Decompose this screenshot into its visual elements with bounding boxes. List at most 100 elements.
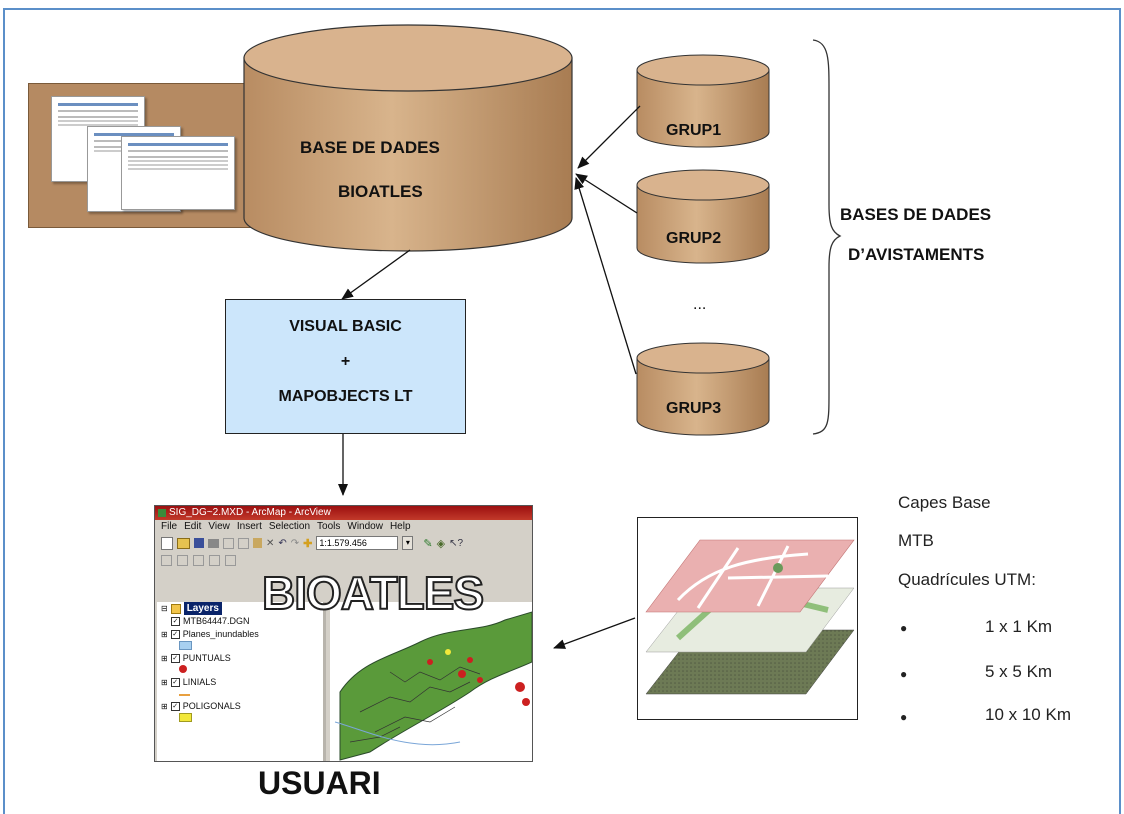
app-box-line-3: MAPOBJECTS LT	[278, 388, 413, 405]
main-database-cylinder	[243, 24, 573, 252]
tool-icon-e[interactable]	[225, 555, 236, 566]
layers-header-label: Layers	[183, 602, 222, 615]
group-cylinder-3	[636, 342, 770, 436]
layer-swatch-row	[157, 689, 323, 700]
menu-selection[interactable]: Selection	[268, 521, 311, 532]
cut-icon[interactable]	[223, 537, 234, 549]
arcmap-app-icon	[158, 509, 166, 517]
arcmap-toolbar-2	[155, 552, 532, 569]
base-layers-subtitle: Quadrícules UTM:	[898, 570, 1036, 589]
layer-name: POLIGONALS	[182, 701, 241, 711]
group-label-3: GRUP3	[666, 400, 722, 417]
layer-row[interactable]: ✓ MTB64447.DGN	[157, 615, 323, 628]
menu-edit[interactable]: Edit	[184, 521, 202, 532]
print-icon[interactable]	[208, 538, 219, 548]
layer-swatch-polygon-yellow	[179, 713, 192, 722]
main-database-label-1: BASE DE DADES	[300, 138, 440, 157]
open-icon[interactable]	[177, 537, 190, 549]
add-data-icon[interactable]: ✚	[303, 537, 313, 550]
collapse-icon[interactable]: ⊟	[161, 604, 168, 613]
expand-icon[interactable]: ⊞	[161, 630, 168, 639]
arrow-group1-to-db	[577, 105, 641, 169]
layer-swatch-row	[157, 641, 323, 652]
layer-row[interactable]: ⊞ ✓ Planes_inundables	[157, 628, 323, 641]
layer-checkbox[interactable]: ✓	[170, 678, 180, 687]
menu-insert[interactable]: Insert	[236, 521, 262, 532]
bullet-icon: ●	[900, 621, 908, 635]
arcmap-titlebar: SIG_DG~2.MXD - ArcMap - ArcView	[155, 506, 532, 520]
arcmap-menubar: File Edit View Insert Selection Tools Wi…	[155, 520, 532, 534]
layer-row[interactable]: ⊞ ✓ POLIGONALS	[157, 700, 323, 713]
undo-icon[interactable]: ↶	[278, 537, 287, 549]
save-icon[interactable]	[194, 538, 204, 548]
expand-icon[interactable]: ⊞	[161, 678, 168, 687]
base-layers-item: MTB	[898, 531, 934, 550]
base-layers-title: Capes Base	[898, 493, 991, 512]
tool-icon-a[interactable]	[161, 555, 172, 566]
layer-swatch-row	[157, 665, 323, 676]
grid-1km: 1 x 1 Km	[985, 617, 1053, 636]
layer-name: MTB64447.DGN	[183, 616, 250, 626]
report-page-3	[121, 136, 235, 210]
layer-row[interactable]: ⊞ ✓ LINIALS	[157, 676, 323, 689]
expand-icon[interactable]: ⊞	[161, 702, 168, 711]
tool-icon-b[interactable]	[177, 555, 188, 566]
bioatles-overlay-title: BIOATLES	[261, 566, 485, 620]
layer-checkbox[interactable]: ✓	[170, 702, 180, 711]
arcmap-toolbar: ✕ ↶ ↷ ✚ 1:1.579.456 ▾ ✎ ◈ ↖?	[155, 534, 532, 552]
tool-icon-d[interactable]	[209, 555, 220, 566]
scale-dropdown-icon[interactable]: ▾	[402, 536, 414, 550]
layer-name: LINIALS	[182, 677, 217, 687]
delete-icon[interactable]: ✕	[266, 537, 275, 549]
app-box: VISUAL BASIC + MAPOBJECTS LT	[225, 299, 466, 434]
new-icon[interactable]	[161, 536, 173, 550]
layer-swatch-row	[157, 713, 323, 724]
layers-header[interactable]: ⊟ Layers	[157, 602, 323, 615]
layer-swatch-polygon-blue	[179, 641, 192, 650]
tool-icon-c[interactable]	[193, 555, 204, 566]
layer-checkbox[interactable]: ✓	[170, 654, 180, 663]
layers-icon	[170, 603, 181, 614]
main-database-label-2: BIOATLES	[338, 182, 423, 201]
copy-icon[interactable]	[238, 537, 249, 549]
layer-swatch-point-red	[179, 665, 187, 673]
frame-top-border	[3, 8, 1121, 10]
layer-checkbox[interactable]: ✓	[170, 630, 180, 639]
layer-name: Planes_inundables	[182, 629, 259, 639]
group-cylinder-2	[636, 169, 770, 264]
whats-this-icon[interactable]: ↖?	[449, 537, 464, 549]
map-drawing	[334, 611, 532, 761]
app-box-line-1: VISUAL BASIC	[289, 318, 402, 335]
grid-10km: 10 x 10 Km	[985, 705, 1071, 724]
editor-icon[interactable]: ✎	[423, 537, 433, 550]
layer-checkbox[interactable]: ✓	[171, 617, 180, 626]
grid-5km: 5 x 5 Km	[985, 662, 1053, 681]
scale-input[interactable]: 1:1.579.456	[316, 536, 399, 550]
paste-icon[interactable]	[253, 538, 262, 548]
layer-row[interactable]: ⊞ ✓ PUNTUALS	[157, 652, 323, 665]
layer-swatch-line-orange	[179, 693, 190, 696]
base-layers-image	[637, 517, 858, 720]
menu-window[interactable]: Window	[347, 521, 383, 532]
group-cylinder-1	[636, 54, 770, 148]
group-label-2: GRUP2	[666, 230, 722, 247]
group-label-1: GRUP1	[666, 122, 722, 139]
brace-label-2: D’AVISTAMENTS	[848, 245, 985, 264]
redo-icon[interactable]: ↷	[290, 537, 300, 549]
ellipsis-label: ...	[693, 296, 707, 313]
stacked-layers-drawing	[645, 539, 855, 695]
menu-tools[interactable]: Tools	[317, 521, 341, 532]
toolbox-icon[interactable]: ◈	[436, 537, 446, 550]
user-label: USUARI	[258, 765, 381, 801]
arrow-group3-to-db	[574, 177, 637, 375]
brace-label-1: BASES DE DADES	[840, 205, 992, 224]
menu-view[interactable]: View	[208, 521, 230, 532]
menu-help[interactable]: Help	[389, 521, 411, 532]
expand-icon[interactable]: ⊞	[161, 654, 168, 663]
menu-file[interactable]: File	[161, 521, 178, 532]
arrow-group2-to-db	[575, 173, 638, 214]
arrow-db-to-app	[341, 249, 411, 300]
map-view[interactable]	[330, 602, 532, 761]
